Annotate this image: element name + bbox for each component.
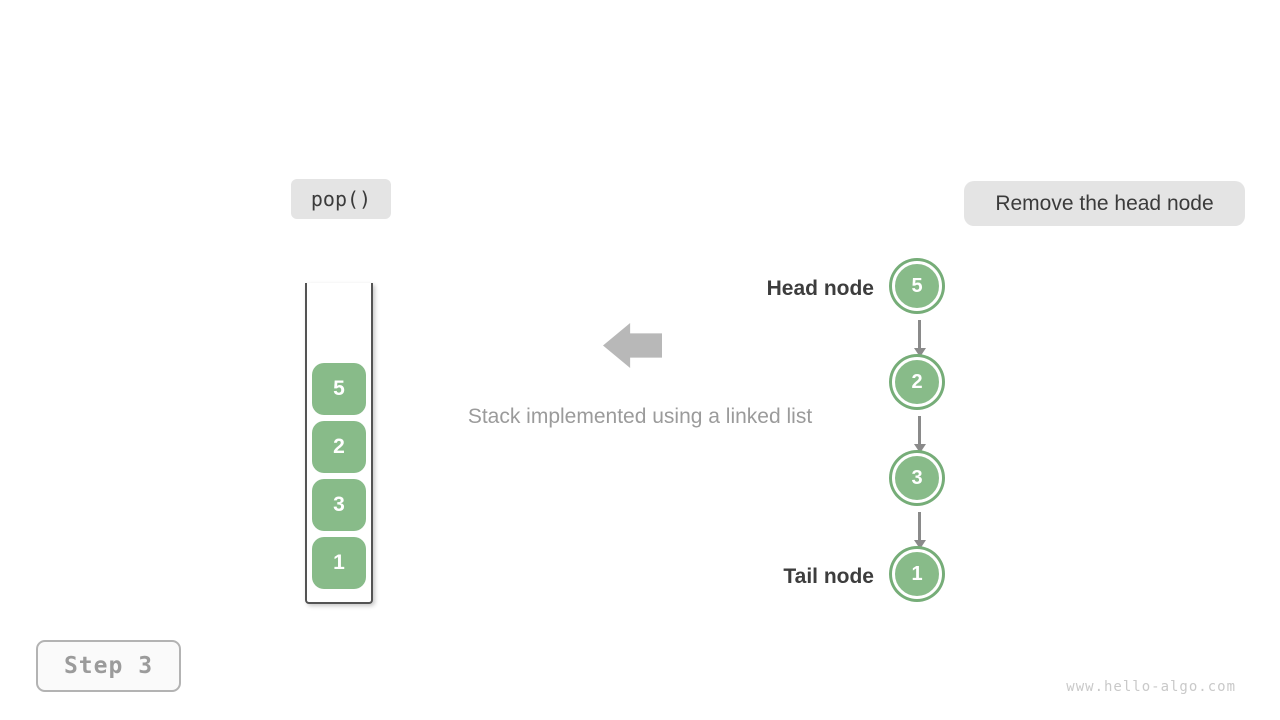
caption-text: Stack implemented using a linked list	[467, 405, 813, 428]
down-arrow-icon	[918, 320, 921, 348]
head-node-label: Head node	[766, 277, 874, 300]
watermark-text: www.hello-algo.com	[1066, 679, 1236, 695]
stack-item: 3	[312, 479, 366, 531]
linked-list-node: 3	[892, 453, 942, 503]
tail-node-label: Tail node	[783, 565, 874, 588]
stack-item: 2	[312, 421, 366, 473]
linked-list-node: 1	[892, 549, 942, 599]
linked-list-node: 2	[892, 357, 942, 407]
down-arrow-icon	[918, 512, 921, 540]
down-arrow-icon	[918, 416, 921, 444]
stack-item: 1	[312, 537, 366, 589]
step-badge: Step 3	[36, 640, 181, 692]
stack-container: 5 2 3 1	[305, 283, 373, 604]
operation-label: pop()	[291, 179, 391, 219]
annotation-label: Remove the head node	[964, 181, 1245, 226]
left-block-arrow-icon	[603, 323, 662, 368]
stack-item: 5	[312, 363, 366, 415]
linked-list-node: 5	[892, 261, 942, 311]
